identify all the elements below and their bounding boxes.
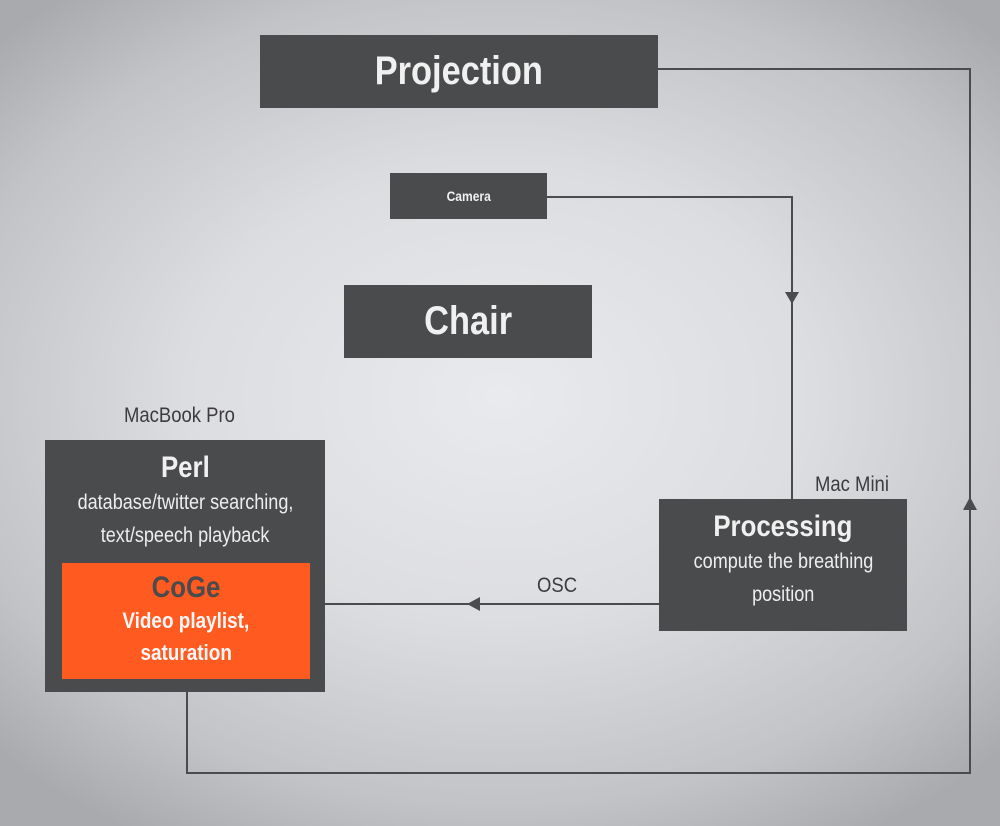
chair-node: Chair: [344, 285, 592, 358]
osc-label: OSC: [537, 574, 578, 597]
coge-description-line: saturation: [140, 640, 232, 665]
projection-loop-line: [186, 68, 971, 774]
processing-title: Processing: [713, 510, 853, 543]
projection-title: Projection: [374, 49, 544, 93]
arrowhead-up-icon: [963, 497, 977, 510]
projection-node: Projection: [260, 35, 658, 108]
perl-title: Perl: [160, 451, 210, 484]
perl-node: Perl database/twitter searching, text/sp…: [45, 440, 325, 692]
camera-to-processing-line: [547, 196, 793, 499]
coge-node: CoGe Video playlist, saturation: [62, 563, 310, 679]
chair-title: Chair: [424, 299, 512, 343]
perl-description-line: database/twitter searching,: [77, 491, 293, 514]
processing-node: Processing compute the breathing positio…: [659, 499, 907, 631]
processing-description-line: compute the breathing: [693, 550, 873, 573]
macbook-pro-label: MacBook Pro: [124, 404, 235, 427]
coge-description-line: Video playlist,: [122, 608, 250, 633]
arrowhead-down-icon: [785, 292, 799, 304]
coge-title: CoGe: [151, 571, 221, 604]
mac-mini-label: Mac Mini: [815, 473, 889, 496]
arrowhead-left-icon: [467, 597, 480, 611]
perl-description-line: text/speech playback: [100, 524, 270, 547]
camera-node: Camera: [390, 173, 547, 219]
camera-title: Camera: [446, 188, 491, 204]
processing-description-line: position: [751, 583, 815, 606]
